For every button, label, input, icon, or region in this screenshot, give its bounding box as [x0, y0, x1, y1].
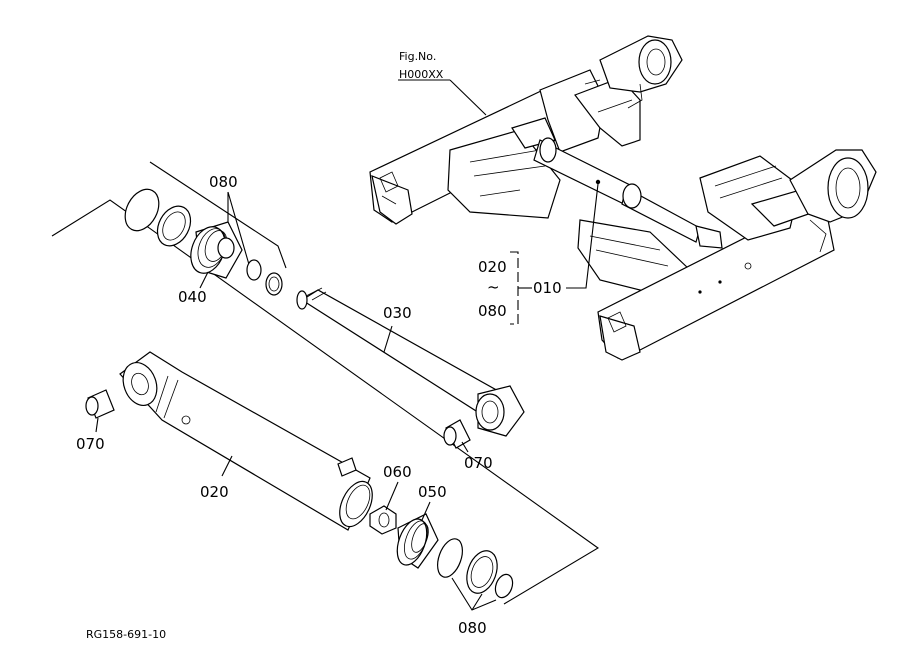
part-010-label: 010 — [533, 279, 562, 297]
part-050-piston — [396, 513, 439, 569]
seal-small-top — [246, 259, 283, 296]
seal-set-top — [124, 188, 192, 247]
part-070-right-label: 070 — [464, 454, 493, 472]
group-080-top-outline — [149, 161, 287, 269]
seal-set-bottom — [437, 538, 514, 599]
range-start-label: 020 — [478, 258, 507, 276]
part-080-bottom-label: 080 — [458, 619, 487, 637]
part-020-label: 020 — [200, 483, 229, 501]
part-060-label: 060 — [383, 463, 412, 481]
part-030-label: 030 — [383, 304, 412, 322]
part-070-left-leader — [95, 417, 99, 433]
part-030-rod — [296, 287, 525, 437]
part-050-label: 050 — [418, 483, 447, 501]
part-020-tube — [119, 351, 373, 531]
part-080-top-label: 080 — [209, 173, 238, 191]
part-050-leader — [421, 501, 431, 521]
fig-no-label: Fig.No. — [399, 50, 436, 63]
range-bracket — [510, 251, 519, 325]
part-070-right-leader — [461, 441, 469, 453]
part-040-head — [190, 221, 243, 279]
part-020-leader — [221, 455, 233, 477]
part-010-leader — [566, 183, 599, 289]
part-070-right-bushing — [443, 419, 471, 449]
part-080-bottom-leader — [451, 577, 497, 611]
fig-no-leader — [449, 79, 487, 116]
drawing-id: RG158-691-10 — [86, 628, 166, 641]
part-070-left-label: 070 — [76, 435, 105, 453]
part-040-label: 040 — [178, 288, 207, 306]
part-060-nut — [369, 505, 397, 535]
part-040-leader — [199, 271, 209, 289]
part-070-left-bushing — [85, 389, 115, 419]
frame-assembly — [369, 35, 877, 361]
assembly-outline — [51, 199, 600, 605]
range-end-label: 080 — [478, 302, 507, 320]
fig-no-code: H000XX — [399, 68, 444, 81]
part-060-leader — [385, 481, 399, 511]
part-030-leader — [383, 325, 393, 353]
range-separator: ~ — [487, 278, 500, 296]
